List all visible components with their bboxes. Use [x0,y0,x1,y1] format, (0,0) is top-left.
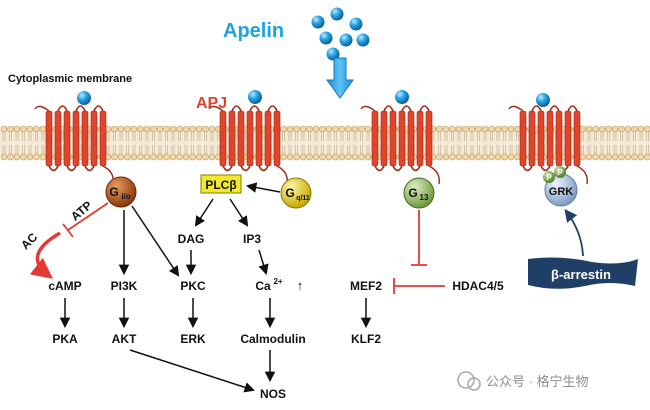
g-13-sub: 13 [420,193,429,202]
ca-increase-arrow: ↑ [297,278,304,293]
erk-label: ERK [180,332,206,346]
bound-apelin-ball [395,90,409,104]
ligand-binding-arrow [327,58,353,98]
bound-apelin-ball [248,90,262,104]
apelin-ball [340,34,353,47]
arrow-gio-pkc [132,206,178,275]
camp-label: cAMP [48,279,81,293]
beta-arrestin-label: β-arrestin [551,267,611,282]
ca-superscript: 2+ [273,277,282,286]
klf2-label: KLF2 [351,332,381,346]
apelin-title: Apelin [223,20,284,42]
plcb-label: PLCβ [205,178,236,192]
apelin-ball [312,16,325,29]
calcium-label-group: Ca 2+ ↑ [255,277,303,293]
arrow-plcb-dag [196,199,213,225]
g-q11-main: G [285,186,294,200]
phospho-label: P [557,168,563,177]
bound-apelin-ball [77,91,91,105]
g-q11-sub: q/11 [296,195,310,202]
mef2-label: MEF2 [350,279,382,293]
plcb-box: PLCβ [201,175,241,193]
arrow-plcb-ip3 [230,199,247,225]
receptor-label: APJ [196,95,227,112]
arrow-gq11-plcb [248,186,280,192]
g-io-protein: G i/o [106,177,136,207]
beta-arrestin-banner: β-arrestin [528,258,638,289]
apj-receptor [35,106,113,184]
apj-receptor [361,106,439,184]
pkc-label: PKC [180,279,206,293]
apelin-ball [350,18,363,31]
pka-label: PKA [52,332,78,346]
membrane-label: Cytoplasmic membrane [8,73,132,85]
watermark: 公众号 · 格宁生物 [458,372,589,390]
apelin-ball [357,34,370,47]
ip3-label: IP3 [243,232,261,246]
hdac-label: HDAC4/5 [452,279,504,293]
apelin-ball [331,8,344,21]
g-13-protein: G 13 [404,178,434,208]
apelin-ball [320,32,333,45]
apj-receptor [209,106,287,184]
g-io-main: G [109,185,118,199]
pi3k-label: PI3K [111,279,138,293]
arrow-ip3-ca [259,250,266,273]
g-io-sub: i/o [121,192,130,201]
arrow-ac-camp [37,233,60,275]
wechat-icon [458,372,474,388]
phospho-label: P [546,173,552,182]
dag-label: DAG [178,232,205,246]
g-q11-protein: G q/11 [281,178,311,208]
arrow-akt-nos [130,350,253,390]
g-13-main: G [408,186,417,200]
apelin-ligand-cluster [312,8,370,61]
ac-label: AC [18,230,40,252]
grk-label: GRK [549,186,574,198]
grk-complex: GRK P P [543,166,577,206]
calmodulin-label: Calmodulin [240,332,305,346]
nos-label: NOS [260,387,286,401]
bound-apelin-ball [536,93,550,107]
ca-label: Ca [255,279,271,293]
arrow-arrestin-grk [566,211,583,256]
watermark-text: 公众号 · 格宁生物 [486,374,589,389]
akt-label: AKT [112,332,137,346]
inhibit-gio-ac-bar [63,224,73,237]
